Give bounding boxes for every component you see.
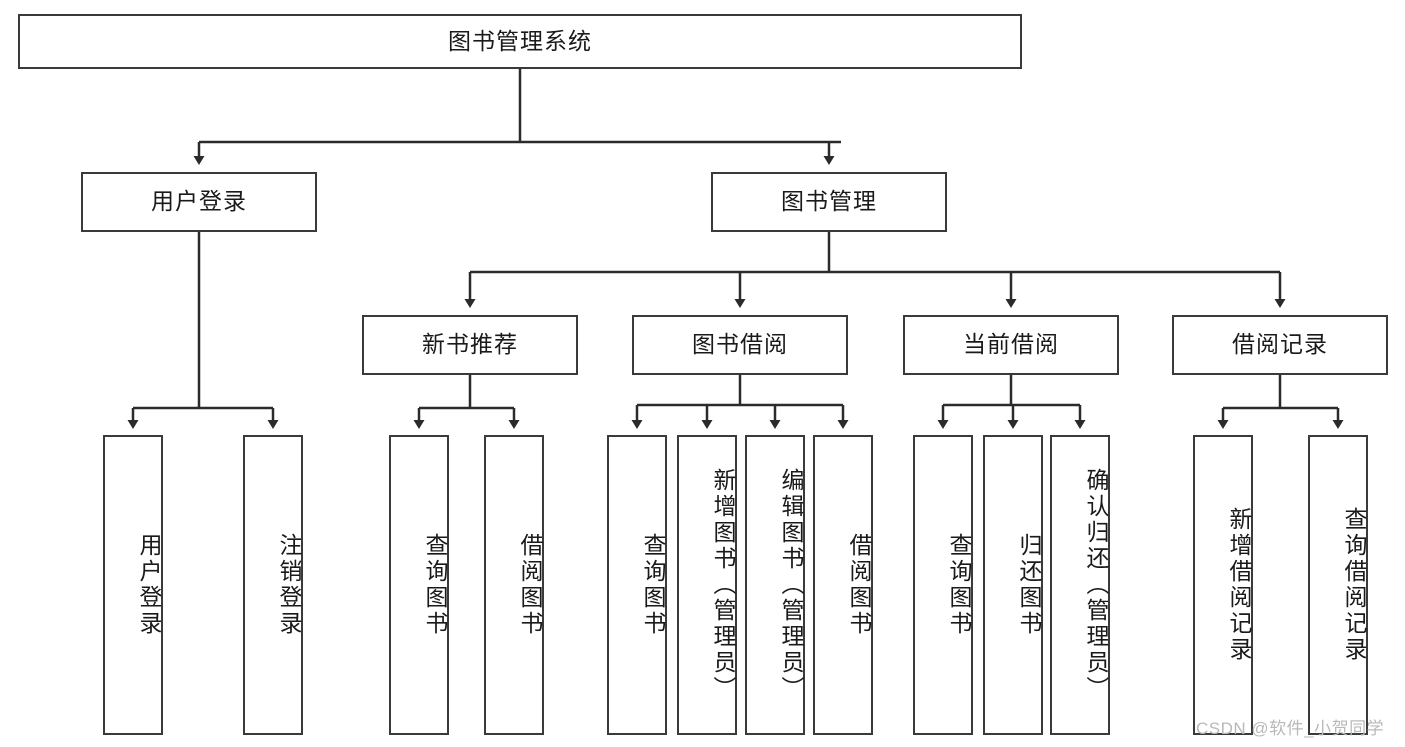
node-borrow-record[interactable]: 借阅记录 (1172, 315, 1388, 375)
node-borrow-record-label: 借阅记录 (1232, 331, 1328, 358)
node-leaf-return-book[interactable]: 归还图书 (983, 435, 1043, 735)
node-root-label: 图书管理系统 (448, 27, 592, 54)
node-leaf-query-book-3[interactable]: 查询图书 (913, 435, 973, 735)
node-leaf-borrow-book-1-label: 借阅图书 (517, 533, 543, 637)
node-book-manage[interactable]: 图书管理 (711, 172, 947, 232)
node-leaf-query-book-2[interactable]: 查询图书 (607, 435, 667, 735)
node-leaf-edit-book[interactable]: 编辑图书（管理员） (745, 435, 805, 735)
node-user-login[interactable]: 用户登录 (81, 172, 317, 232)
node-leaf-return-book-label: 归还图书 (1016, 533, 1042, 637)
node-book-manage-label: 图书管理 (781, 188, 877, 215)
node-book-borrow[interactable]: 图书借阅 (632, 315, 848, 375)
node-leaf-user-logout[interactable]: 注销登录 (243, 435, 303, 735)
node-new-book-recommend[interactable]: 新书推荐 (362, 315, 578, 375)
node-leaf-borrow-book-2-label: 借阅图书 (846, 533, 872, 637)
node-leaf-confirm-return-label: 确认归还（管理员） (1083, 468, 1109, 702)
csdn-watermark: CSDN @软件_小贺同学 (1196, 719, 1385, 738)
node-current-borrow-label: 当前借阅 (963, 331, 1059, 358)
node-leaf-add-record-label: 新增借阅记录 (1226, 507, 1252, 663)
node-leaf-query-record[interactable]: 查询借阅记录 (1308, 435, 1368, 735)
node-book-borrow-label: 图书借阅 (692, 331, 788, 358)
node-leaf-borrow-book-1[interactable]: 借阅图书 (484, 435, 544, 735)
node-leaf-confirm-return[interactable]: 确认归还（管理员） (1050, 435, 1110, 735)
node-leaf-add-book[interactable]: 新增图书（管理员） (677, 435, 737, 735)
node-leaf-query-record-label: 查询借阅记录 (1341, 507, 1367, 663)
node-leaf-add-record[interactable]: 新增借阅记录 (1193, 435, 1253, 735)
node-current-borrow[interactable]: 当前借阅 (903, 315, 1119, 375)
node-leaf-query-book-1-label: 查询图书 (422, 533, 448, 637)
node-user-login-label: 用户登录 (151, 188, 247, 215)
node-leaf-query-book-3-label: 查询图书 (946, 533, 972, 637)
node-new-book-recommend-label: 新书推荐 (422, 331, 518, 358)
node-leaf-add-book-label: 新增图书（管理员） (710, 468, 736, 702)
node-leaf-query-book-2-label: 查询图书 (640, 533, 666, 637)
node-leaf-user-login[interactable]: 用户登录 (103, 435, 163, 735)
node-leaf-borrow-book-2[interactable]: 借阅图书 (813, 435, 873, 735)
node-root[interactable]: 图书管理系统 (18, 14, 1022, 69)
node-leaf-edit-book-label: 编辑图书（管理员） (778, 468, 804, 702)
node-leaf-user-logout-label: 注销登录 (276, 533, 302, 637)
node-leaf-user-login-label: 用户登录 (136, 533, 162, 637)
node-leaf-query-book-1[interactable]: 查询图书 (389, 435, 449, 735)
